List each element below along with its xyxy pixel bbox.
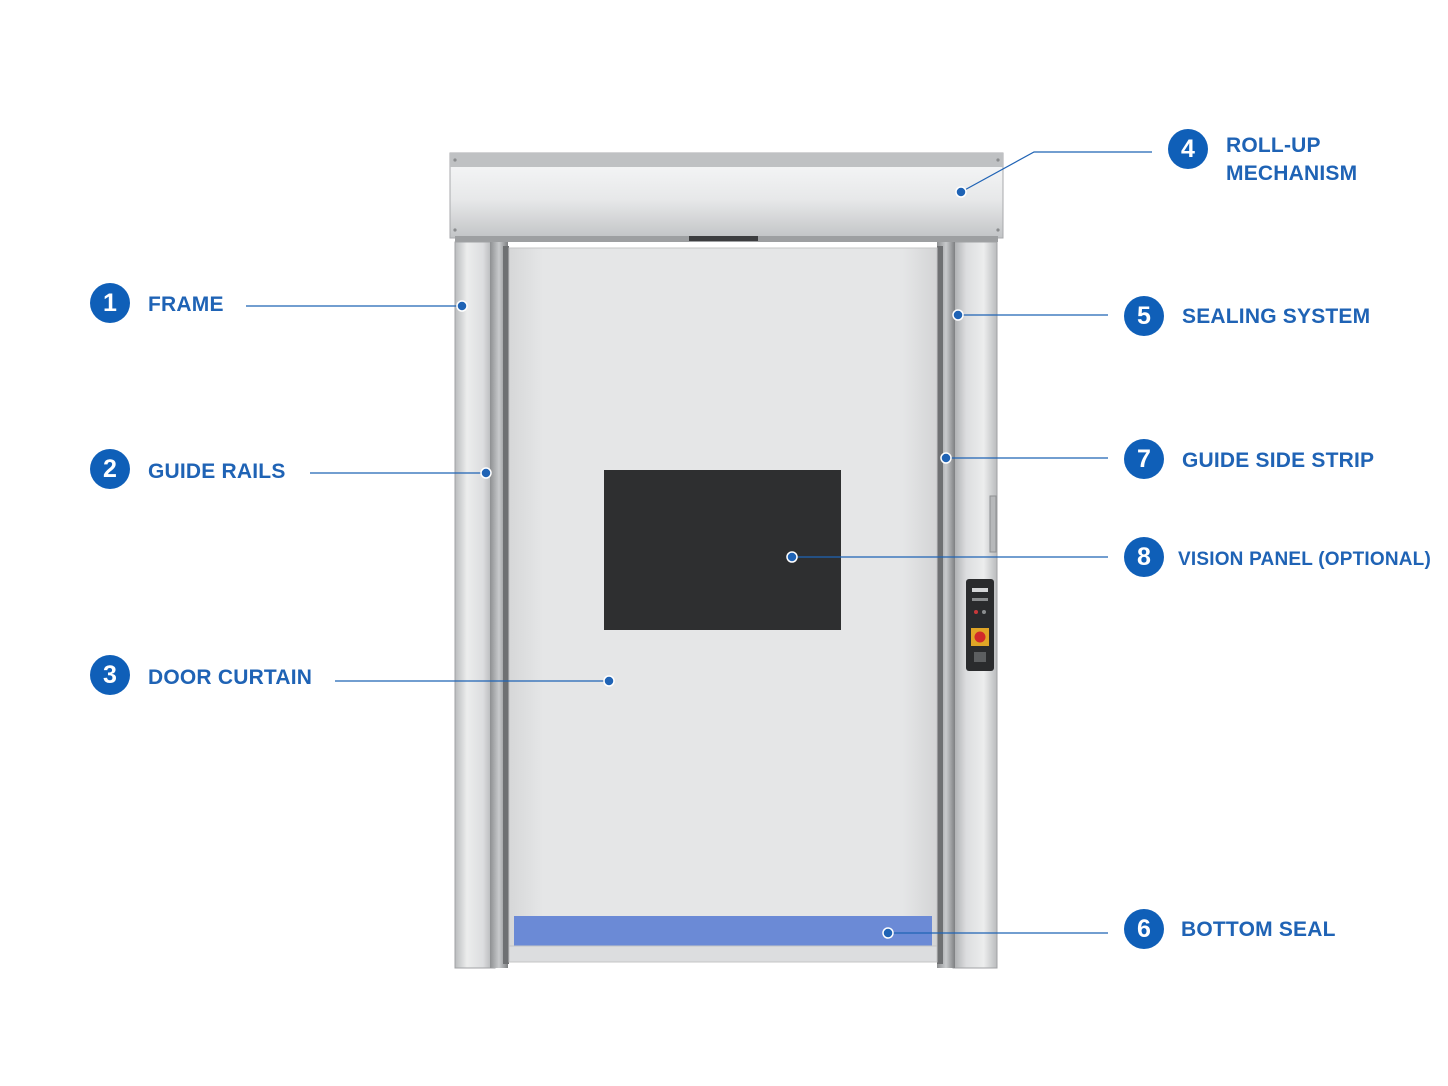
callout-badge-1: 1 <box>90 283 130 323</box>
anchor-dot-5 <box>952 309 964 321</box>
callout-label-door-curtain: DOOR CURTAIN <box>148 666 313 689</box>
callout-label-guide-side-strip: GUIDE SIDE STRIP <box>1182 449 1375 472</box>
callout-badge-6: 6 <box>1124 909 1164 949</box>
anchor-dot-2 <box>480 467 492 479</box>
callout-badge-5: 5 <box>1124 296 1164 336</box>
callout-label-bottom-seal: BOTTOM SEAL <box>1181 918 1336 941</box>
anchor-dot-3 <box>603 675 615 687</box>
anchor-dot-7 <box>940 452 952 464</box>
callout-label-guide-rails: GUIDE RAILS <box>148 460 286 483</box>
anchor-dot-1 <box>456 300 468 312</box>
anchor-dots <box>456 186 967 939</box>
callout-label-mechanism: MECHANISM <box>1226 162 1358 185</box>
callout-label-roll-up: ROLL-UP <box>1226 134 1321 157</box>
callout-badge-2: 2 <box>90 449 130 489</box>
callout-badge-4: 4 <box>1168 129 1208 169</box>
callout-label-sealing-system: SEALING SYSTEM <box>1182 305 1371 328</box>
roll-up-hood <box>449 152 1004 242</box>
callout-badge-7: 7 <box>1124 439 1164 479</box>
leader-lines <box>246 151 1152 934</box>
vision-panel <box>604 470 841 630</box>
anchor-dot-6 <box>882 927 894 939</box>
control-panel <box>966 579 994 671</box>
left-frame-post <box>454 241 509 969</box>
anchor-dot-4 <box>955 186 967 198</box>
bottom-seal <box>514 916 932 946</box>
callout-badge-3: 3 <box>90 655 130 695</box>
callout-label-frame: FRAME <box>148 293 224 316</box>
callout-badge-8: 8 <box>1124 537 1164 577</box>
leader-line-4 <box>960 151 1152 193</box>
callout-label-vision-panel: VISION PANEL (OPTIONAL) <box>1178 549 1432 570</box>
anchor-dot-8 <box>786 551 798 563</box>
